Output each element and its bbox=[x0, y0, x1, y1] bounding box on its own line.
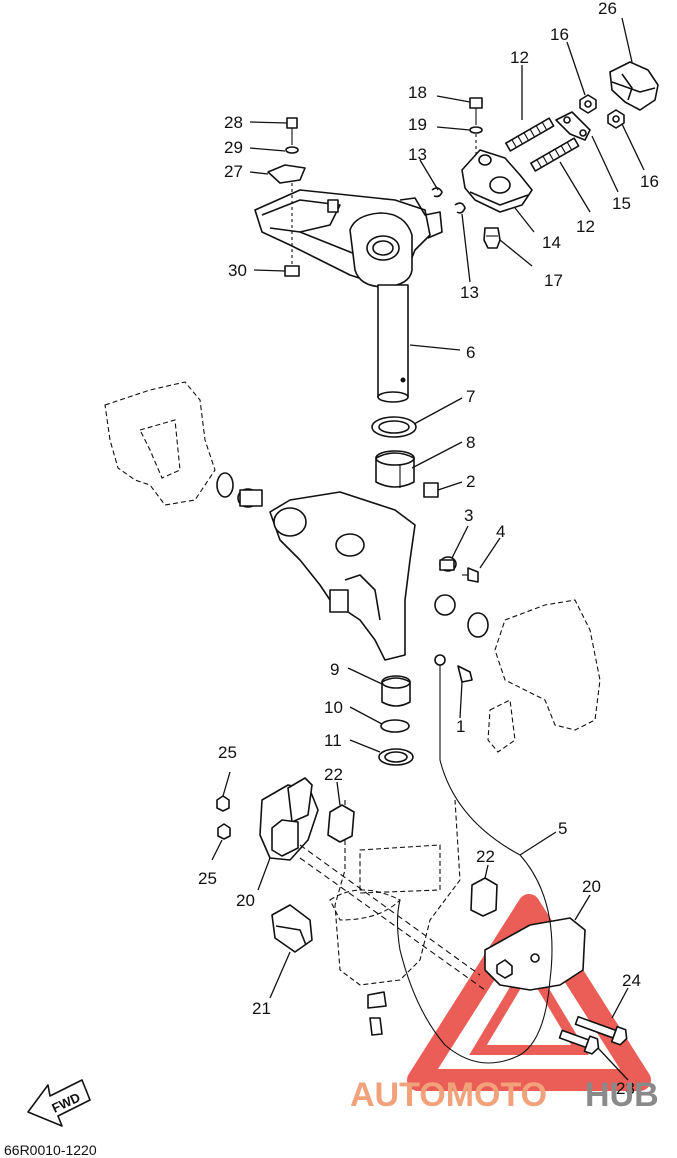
label-16: 16 bbox=[550, 25, 569, 44]
label-1: 1 bbox=[456, 717, 465, 736]
label-9: 9 bbox=[330, 660, 339, 679]
label-12: 12 bbox=[510, 48, 529, 67]
steering-bracket-assembly bbox=[254, 117, 466, 403]
label-4: 4 bbox=[496, 522, 505, 541]
label-2: 2 bbox=[466, 472, 475, 491]
label-15: 15 bbox=[612, 194, 631, 213]
leader-lines bbox=[211, 17, 645, 1081]
label-3: 3 bbox=[464, 506, 473, 525]
swivel-bracket bbox=[104, 381, 601, 753]
upper-mount-assembly bbox=[461, 61, 659, 249]
label-11: 11 bbox=[324, 731, 342, 750]
label-17: 17 bbox=[544, 271, 563, 290]
label-6: 6 bbox=[466, 343, 475, 362]
label-24: 24 bbox=[622, 971, 641, 990]
watermark-automoto: AUTOMOTO bbox=[350, 1076, 547, 1114]
label-10: 10 bbox=[324, 698, 343, 717]
label-25: 25 bbox=[218, 743, 237, 762]
label-5: 5 bbox=[558, 819, 567, 838]
label-27: 27 bbox=[224, 162, 243, 181]
label-22: 22 bbox=[324, 765, 343, 784]
label-8: 8 bbox=[466, 433, 475, 452]
label-23: 23 bbox=[616, 1079, 635, 1098]
label-12-lower: 12 bbox=[576, 217, 595, 236]
forward-direction-arrow: FWD bbox=[27, 1079, 91, 1127]
diagram-code: 66R0010-1220 bbox=[4, 1142, 97, 1158]
label-13: 13 bbox=[408, 145, 427, 164]
label-30: 30 bbox=[228, 261, 247, 280]
label-26: 26 bbox=[598, 0, 617, 18]
bushing-set-lower bbox=[378, 654, 473, 766]
label-7: 7 bbox=[466, 387, 475, 406]
part-number-labels: 26 16 12 18 28 19 29 13 27 16 15 12 14 3… bbox=[198, 0, 659, 1098]
label-28: 28 bbox=[224, 113, 243, 132]
watermark-hub: HUB bbox=[585, 1076, 659, 1114]
ground-lead-cable bbox=[396, 665, 553, 1064]
label-16-right: 16 bbox=[640, 172, 659, 191]
label-13-lower: 13 bbox=[460, 283, 479, 302]
label-20-left: 20 bbox=[236, 891, 255, 910]
watermark-triangle bbox=[407, 894, 651, 1091]
label-18: 18 bbox=[408, 83, 427, 102]
label-21: 21 bbox=[252, 999, 271, 1018]
lower-mount-assembly bbox=[216, 777, 628, 1055]
label-19: 19 bbox=[408, 115, 427, 134]
label-20-right: 20 bbox=[582, 877, 601, 896]
label-25-lower: 25 bbox=[198, 869, 217, 888]
label-29: 29 bbox=[224, 138, 243, 157]
watermark-text: AUTOMOTO HUB bbox=[350, 1076, 659, 1114]
label-22-right: 22 bbox=[476, 847, 495, 866]
bushing-set-upper bbox=[371, 416, 439, 498]
label-14: 14 bbox=[542, 233, 561, 252]
